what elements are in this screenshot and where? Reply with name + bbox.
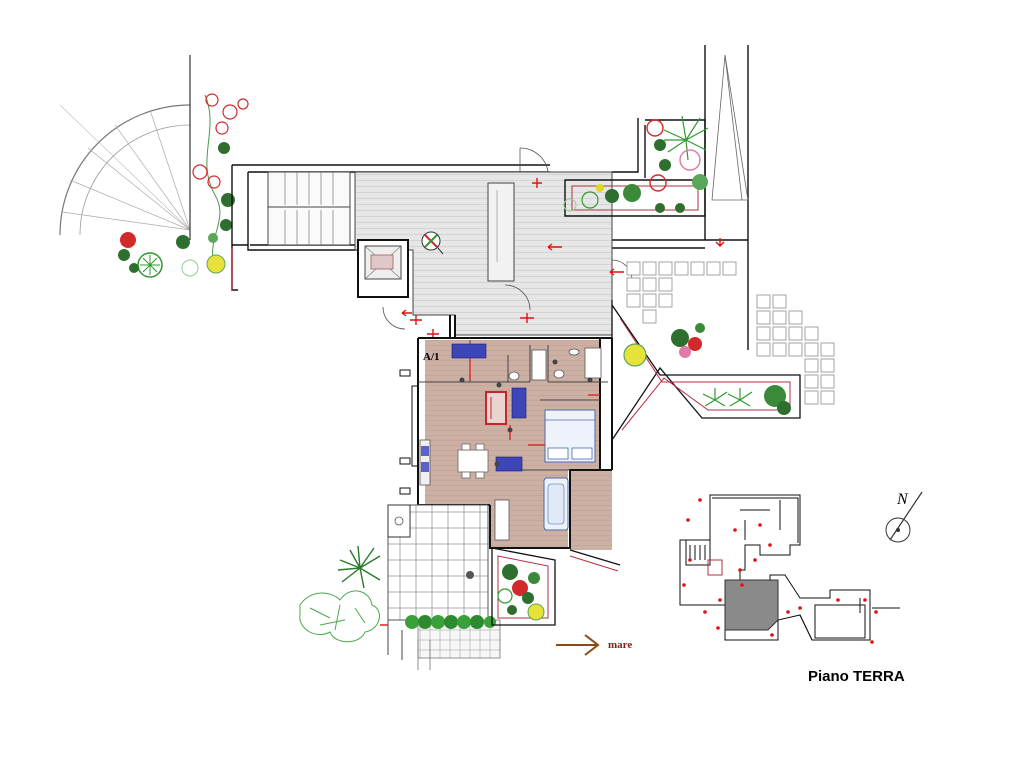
planter-bottom [491, 547, 556, 626]
palm-icon [337, 545, 381, 589]
angled-planter [611, 300, 801, 441]
compass-rose-icon [421, 231, 444, 255]
elevator-icon [357, 239, 409, 298]
sea-label: mare [608, 639, 632, 651]
flower-icon [176, 93, 249, 266]
bathtub-icon [543, 477, 569, 531]
sea-direction-arrow [556, 634, 600, 656]
window-tiles-2 [495, 456, 523, 472]
counter-icon [487, 182, 515, 282]
tree-icon [299, 590, 380, 643]
planter-top-right [564, 119, 706, 217]
north-arrow-icon [885, 491, 923, 543]
marker-dots [459, 359, 593, 467]
window-tiles [511, 387, 527, 419]
sofa-icon [485, 391, 507, 425]
cabinet-icon [494, 499, 510, 541]
key-plan-markers [682, 498, 878, 644]
utility-box [387, 504, 411, 538]
flower-icon [563, 119, 708, 213]
palm-icon [663, 115, 709, 161]
plant-icon [623, 323, 791, 415]
sanitary-fixtures [508, 347, 602, 381]
apartment-floor [418, 340, 612, 550]
key-plan-highlight [724, 579, 779, 631]
bathroom-tiles [451, 343, 487, 359]
dining-table-icon [457, 443, 489, 479]
spiral-stair-icon [59, 55, 191, 240]
roof-outline [711, 54, 749, 201]
wall-stubs [399, 369, 419, 495]
plant-icon [118, 232, 226, 278]
north-label: N [896, 491, 909, 508]
paving-tiles [626, 261, 835, 405]
bed-icon [544, 409, 596, 463]
straight-stair-icon [267, 171, 351, 246]
kitchen-counter-icon [419, 439, 431, 486]
unit-label: A/1 [423, 351, 440, 363]
door-swing [382, 147, 633, 330]
floor-title: Piano TERRA [808, 668, 905, 685]
key-plan [679, 494, 900, 641]
